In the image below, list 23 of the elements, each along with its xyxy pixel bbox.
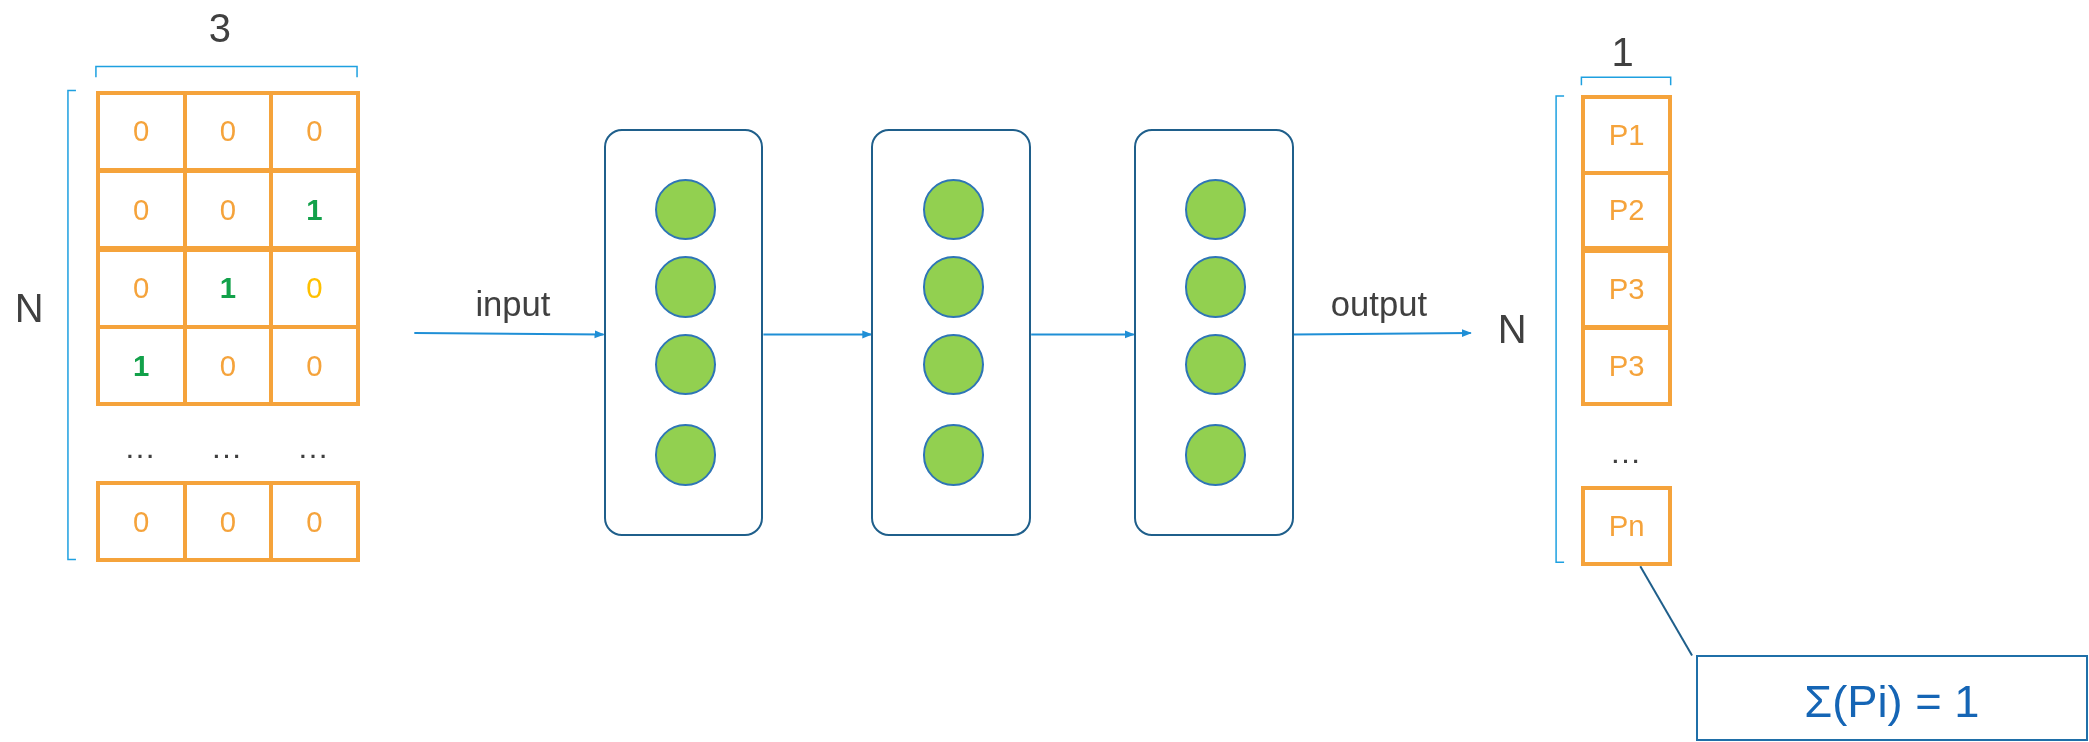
dimension-label: N bbox=[14, 289, 44, 330]
arrow bbox=[413, 330, 605, 339]
neuron-circle bbox=[1185, 256, 1247, 318]
dimension-label: N bbox=[1494, 303, 1530, 355]
probability-cell: P3 bbox=[1581, 326, 1672, 407]
dimension-label: 1 bbox=[1611, 33, 1634, 74]
neuron-circle bbox=[1185, 424, 1247, 486]
arrow bbox=[1292, 329, 1472, 338]
neuron-circle bbox=[922, 256, 984, 318]
ellipsis: … bbox=[1609, 437, 1642, 469]
layer-box bbox=[871, 129, 1032, 536]
ellipsis: … bbox=[297, 431, 330, 464]
arrow bbox=[1030, 330, 1135, 339]
neuron-circle bbox=[922, 424, 984, 486]
layer-box bbox=[1133, 129, 1294, 536]
ellipsis: … bbox=[210, 431, 243, 464]
ellipsis: … bbox=[123, 431, 156, 464]
dimension-label: 3 bbox=[208, 9, 231, 50]
probability-cell: Pn bbox=[1581, 486, 1672, 567]
leader-line bbox=[1639, 565, 1694, 657]
arrow bbox=[762, 330, 873, 339]
sum-box: Σ(Pi) = 1 bbox=[1695, 655, 2088, 741]
layer-box bbox=[603, 129, 764, 536]
